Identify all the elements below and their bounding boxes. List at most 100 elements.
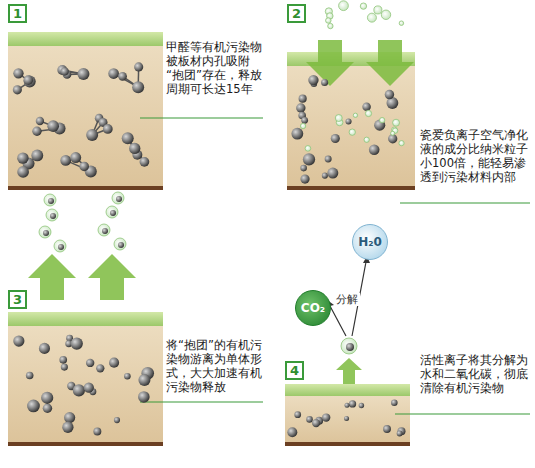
bubble (98, 224, 110, 236)
pollutant-particle (48, 198, 54, 204)
pollutant-particle (39, 343, 50, 354)
pollutant-particle (62, 422, 73, 433)
pollutant-particle (32, 127, 41, 136)
pollutant-particle (79, 162, 89, 172)
pollutant-particle (24, 76, 36, 88)
pollutant-particle (325, 156, 332, 163)
bubble (44, 194, 56, 206)
bubble (339, 1, 349, 11)
bubble (381, 10, 390, 19)
pollutant-particle (43, 230, 49, 236)
pollutant-particle (301, 117, 308, 124)
pollutant-particle (359, 403, 364, 408)
number-text: 3 (13, 293, 22, 307)
pollutant-particle (47, 120, 59, 132)
number-text: 4 (290, 364, 299, 378)
formula-text: CO₂ (301, 301, 325, 315)
pollutant-particle (287, 427, 297, 437)
bubble (300, 123, 305, 128)
pollutant-particle (300, 174, 309, 183)
pollutant-particle (140, 157, 150, 167)
pollutant-particle (303, 153, 315, 165)
pollutant-particle (71, 338, 83, 350)
pollutant-particle (13, 85, 22, 94)
bubble (399, 21, 404, 26)
caption-text: 瓷爱负离子空气净化液的成分比纳米粒子小100倍，能轻易渗透到污染材料内部 (420, 128, 530, 184)
molecule-circle: H₂0 (352, 224, 388, 260)
pollutant-particle (59, 356, 67, 364)
callout-number: 1 (8, 4, 27, 23)
pollutant-particle (93, 428, 101, 436)
pollutant-particle (129, 143, 140, 154)
pollutant-particle (109, 358, 119, 368)
bubble (112, 192, 124, 204)
pollutant-particle (26, 372, 34, 380)
decompose-arrow (330, 262, 366, 336)
bubble (54, 240, 66, 252)
bubble (335, 115, 342, 122)
pollutant-particle (84, 383, 94, 393)
number-text: 1 (13, 7, 22, 21)
pollutant-particle (344, 416, 349, 421)
bubble (349, 129, 355, 135)
material-slab (8, 32, 415, 446)
pollutant-particle (70, 152, 81, 163)
callout-number: 3 (8, 290, 27, 309)
formula-text: H₂0 (358, 235, 382, 249)
pollutant-particle (60, 155, 71, 166)
pollutant-particle (349, 400, 356, 407)
pollutant-particle (86, 359, 94, 367)
pollutant-particle (17, 152, 28, 163)
arrow-head (326, 256, 370, 307)
bubble (106, 206, 118, 218)
pollutant-particle (103, 124, 113, 134)
bubble (393, 119, 400, 126)
pollutant-particle (31, 149, 43, 161)
pollutant-particle (108, 68, 119, 79)
pollutant-particle (132, 81, 144, 93)
arrow-label: 分解 (334, 293, 360, 306)
pollutant-particle (331, 134, 340, 143)
pollutant-particle (73, 384, 85, 396)
pollutant-particle (13, 68, 23, 78)
pollutant-particle (102, 228, 108, 234)
caption-text: 将“抱团”的有机污染物游离为单体形式，大大加速有机污染物释放 (166, 338, 263, 394)
bubble (364, 137, 369, 142)
pollutant-particle (397, 431, 403, 437)
bubble (374, 6, 382, 14)
pollutant-particle (345, 403, 350, 408)
pollutant-particle (322, 413, 330, 421)
pollutant-particle (77, 68, 89, 80)
pollutant-particle (61, 67, 69, 75)
bubble (328, 23, 333, 28)
pollutant-particle (391, 399, 398, 406)
molecule-circle: CO₂ (295, 290, 331, 326)
pollutant-particle (86, 129, 98, 141)
pollutant-particle (369, 144, 380, 155)
pollutant-particle (346, 118, 352, 124)
pollutant-particle (294, 411, 301, 418)
pollutant-particle (114, 417, 120, 423)
pollutant-particle (64, 412, 75, 423)
pollutant-particle (36, 117, 44, 125)
bubble (399, 141, 404, 146)
pollutant-particle (138, 391, 150, 403)
pollutant-particle (23, 75, 33, 85)
pollutant-particle (110, 210, 116, 216)
pollutant-particle (50, 213, 56, 219)
pollutant-particle (27, 400, 40, 413)
callout-number: 2 (287, 4, 306, 23)
pollutant-particle (134, 62, 143, 71)
bubble (365, 110, 371, 116)
pollutant-particle (312, 419, 320, 427)
caption-text: 活性离子将其分解为水和二氧化碳，彻底清除有机污染物 (420, 353, 530, 395)
pollutant-particle (13, 335, 24, 346)
callout-number: 4 (285, 361, 304, 380)
flow-arrow (28, 40, 414, 384)
bubble (114, 238, 126, 250)
pollutant-particle (383, 425, 391, 433)
pollutant-particle (61, 364, 68, 371)
bubble (39, 226, 51, 238)
bubble (326, 18, 332, 24)
